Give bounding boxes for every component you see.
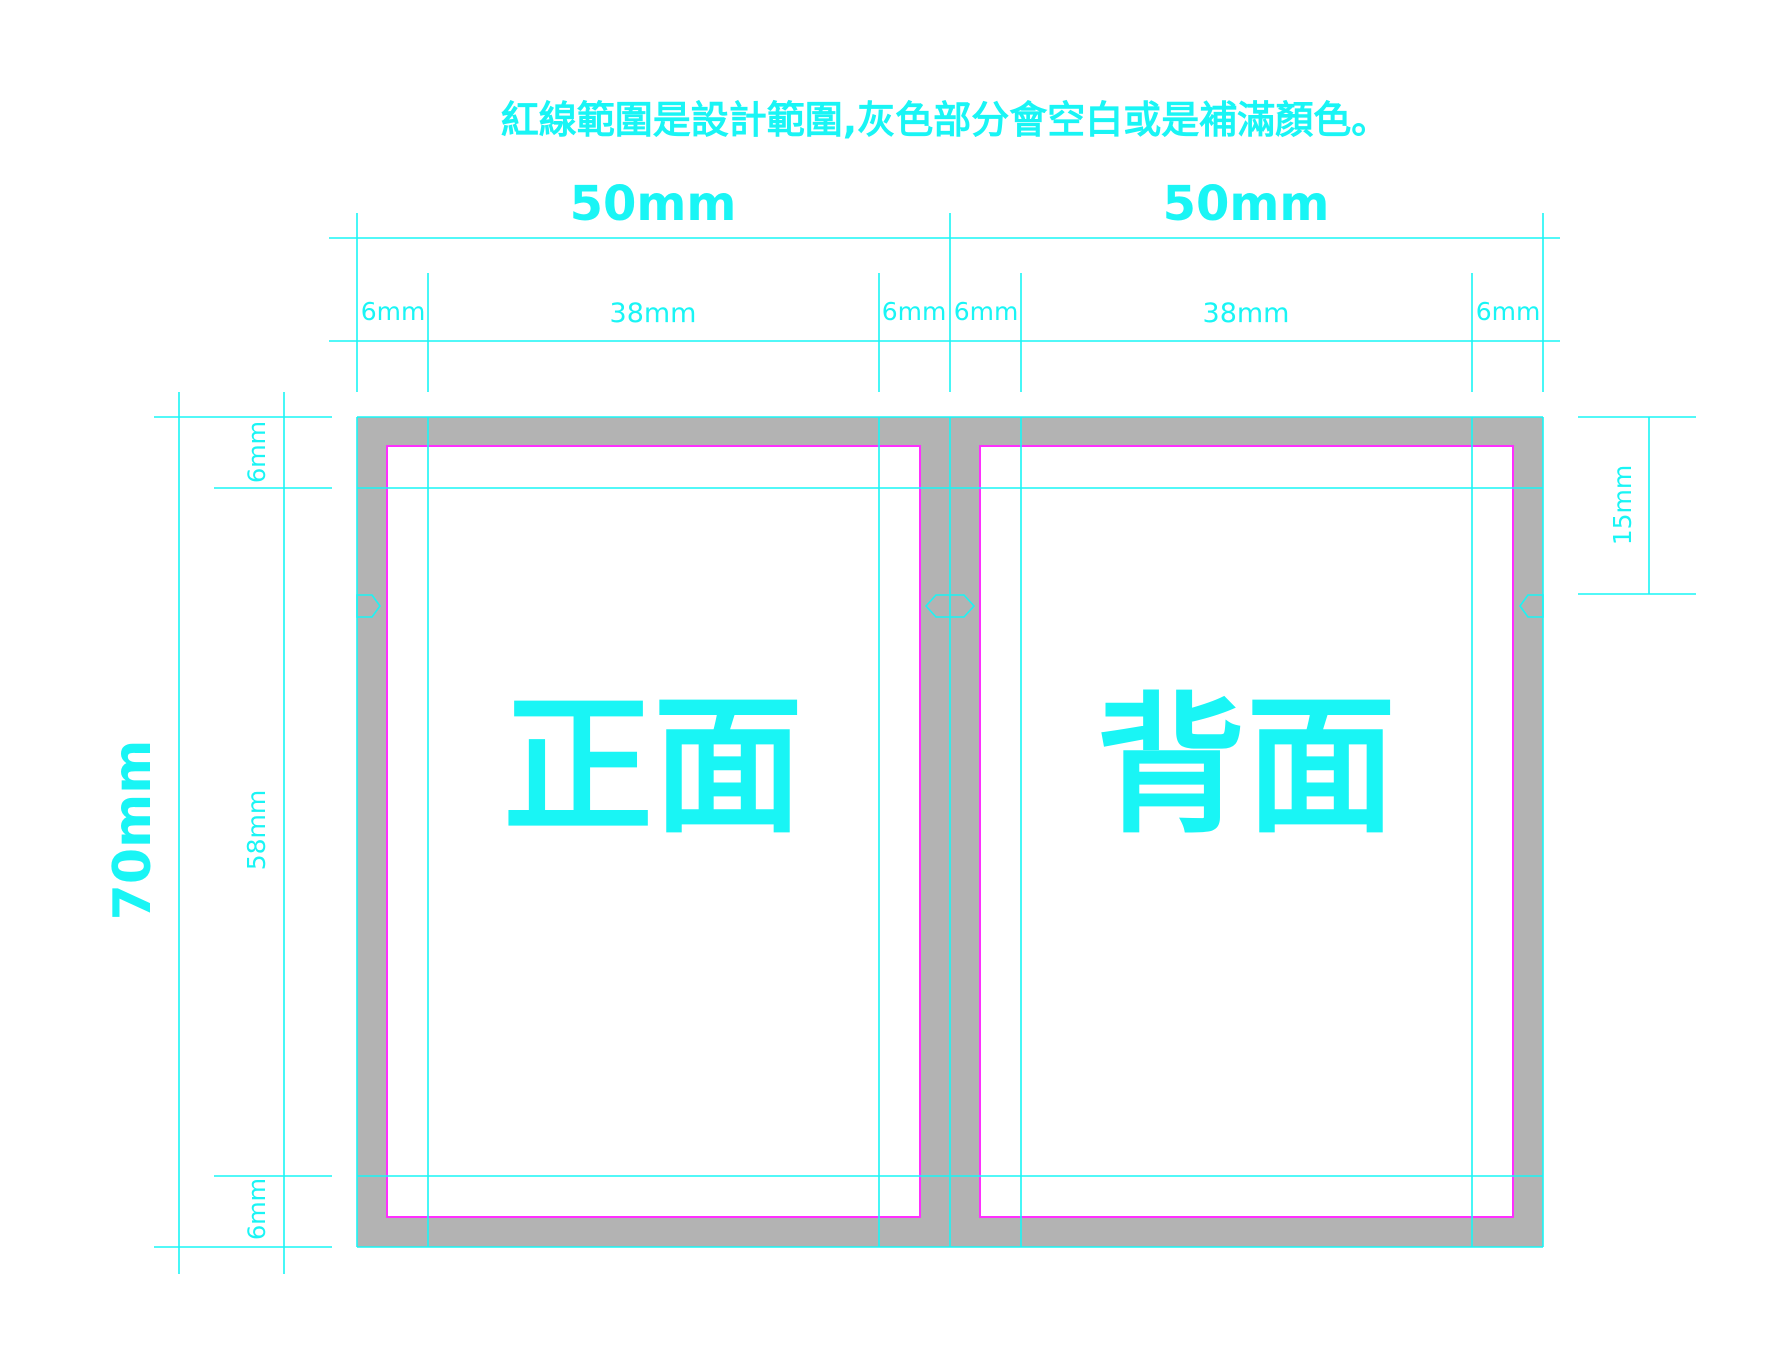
vertical-segment-top: 6mm	[243, 421, 271, 483]
right-dimension-label: 15mm	[1608, 465, 1637, 546]
note-text: 紅線範圍是設計範圍,灰色部分會空白或是補滿顏色。	[501, 98, 1389, 142]
segment-label-r2: 38mm	[1203, 298, 1290, 329]
segment-label-l2: 38mm	[610, 298, 697, 329]
back-design-area	[979, 445, 1514, 1218]
vertical-segment-bottom: 6mm	[243, 1178, 271, 1240]
width-label-left: 50mm	[570, 176, 737, 232]
back-label: 背面	[1096, 680, 1396, 854]
segment-label-r1: 6mm	[954, 297, 1019, 326]
front-label: 正面	[503, 680, 803, 854]
segment-label-r3: 6mm	[1476, 297, 1541, 326]
marker-center	[924, 594, 976, 618]
front-design-area	[386, 445, 921, 1218]
segment-label-l1: 6mm	[361, 297, 426, 326]
marker-right	[1519, 594, 1544, 618]
height-total-label: 70mm	[103, 740, 163, 921]
width-label-right: 50mm	[1163, 176, 1330, 232]
marker-left	[356, 594, 381, 618]
segment-label-l3: 6mm	[882, 297, 947, 326]
vertical-segment-middle: 58mm	[242, 790, 271, 871]
